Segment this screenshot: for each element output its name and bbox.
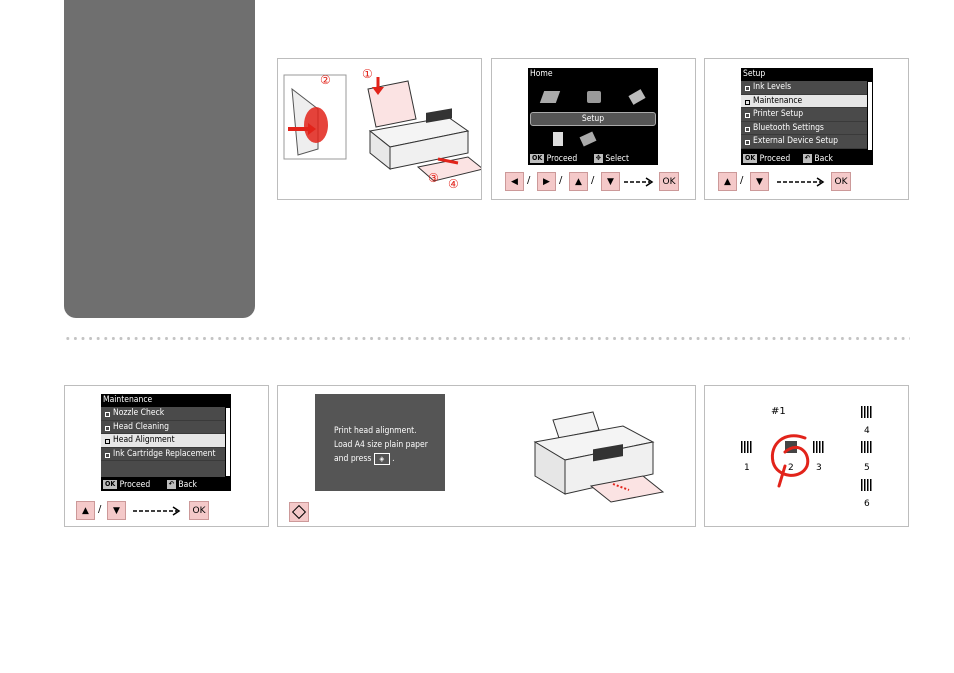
step-4-label: ④ <box>448 177 459 191</box>
home-title: Home <box>530 69 553 79</box>
back-icon: ↶ <box>166 480 176 489</box>
pattern-title: #1 <box>771 406 786 417</box>
menu-item-external-device-setup[interactable]: External Device Setup <box>741 135 867 149</box>
alignment-pattern-panel: #1 1 2 3 4 5 6 <box>704 385 909 527</box>
ok-button[interactable]: OK <box>659 172 679 191</box>
home-icons-row-1 <box>528 83 658 111</box>
up-button[interactable]: ▲ <box>76 501 95 520</box>
menu-item-maintenance[interactable]: Maintenance <box>741 94 867 109</box>
footer-proceed: Proceed <box>119 480 151 490</box>
down-button[interactable]: ▼ <box>750 172 769 191</box>
copy-icon <box>540 91 561 103</box>
dashed-arrow-icon <box>624 177 654 187</box>
footer-proceed: Proceed <box>546 154 578 164</box>
home-footer: OK Proceed ✥ Select <box>528 153 658 165</box>
scrollbar[interactable] <box>868 82 872 150</box>
setup-lcd: Setup Ink Levels Maintenance Printer Set… <box>741 68 873 165</box>
pattern-block-6 <box>861 479 873 491</box>
menu-item-ink-cartridge-replacement[interactable]: Ink Cartridge Replacement <box>101 448 225 462</box>
pattern-label-4: 4 <box>864 426 870 436</box>
scrollbar[interactable] <box>226 408 230 476</box>
slash: / <box>98 504 102 515</box>
slash: / <box>740 175 744 186</box>
setup-label: Setup <box>581 114 605 124</box>
pattern-block-4 <box>861 406 873 418</box>
setup-screen-panel: Setup Ink Levels Maintenance Printer Set… <box>704 58 909 200</box>
sidebar-tab <box>64 0 255 318</box>
dpad-icon: ✥ <box>593 154 603 163</box>
dotted-divider <box>64 337 910 340</box>
slash: / <box>591 175 595 186</box>
up-button[interactable]: ▲ <box>718 172 737 191</box>
down-button[interactable]: ▼ <box>601 172 620 191</box>
step-2-label: ② <box>320 73 331 87</box>
home-icons-row-2 <box>544 128 604 150</box>
menu-item-ink-levels[interactable]: Ink Levels <box>741 81 867 95</box>
setup-footer: OK Proceed ↶ Back <box>741 153 873 165</box>
pattern-block-3 <box>813 441 825 453</box>
maintenance-menu: Nozzle Check Head Cleaning Head Alignmen… <box>101 407 225 477</box>
ok-chip: OK <box>103 480 118 489</box>
start-button[interactable] <box>289 502 309 522</box>
ok-button[interactable]: OK <box>189 501 209 520</box>
alignment-line-3: and press <box>334 454 372 464</box>
alignment-instruction-panel: Print head alignment. Load A4 size plain… <box>277 385 696 527</box>
maintenance-footer: OK Proceed ↶ Back <box>101 479 231 491</box>
dashed-arrow-icon <box>133 506 181 516</box>
step-1-label: ① <box>362 67 373 81</box>
up-button[interactable]: ▲ <box>569 172 588 191</box>
slash: / <box>527 175 531 186</box>
alignment-lcd: Print head alignment. Load A4 size plain… <box>315 394 445 491</box>
down-button[interactable]: ▼ <box>107 501 126 520</box>
pattern-label-3: 3 <box>816 463 822 473</box>
ok-chip: OK <box>743 154 758 163</box>
pattern-label-2: 2 <box>788 463 794 473</box>
alignment-line-2: Load A4 size plain paper <box>334 440 428 450</box>
right-button[interactable]: ▶ <box>537 172 556 191</box>
menu-item-printer-setup[interactable]: Printer Setup <box>741 108 867 122</box>
wrench-icon <box>553 132 563 146</box>
load-paper-panel: ① ② ③ ④ <box>277 58 485 200</box>
pattern-label-6: 6 <box>864 499 870 509</box>
maintenance-title: Maintenance <box>103 395 153 405</box>
step-3-label: ③ <box>428 171 439 185</box>
maintenance-screen-panel: Maintenance Nozzle Check Head Cleaning H… <box>64 385 269 527</box>
ok-chip: OK <box>530 154 545 163</box>
pattern-label-5: 5 <box>864 463 870 473</box>
scan-icon <box>628 89 646 105</box>
footer-proceed: Proceed <box>759 154 791 164</box>
left-button[interactable]: ◀ <box>505 172 524 191</box>
camera-icon <box>586 91 601 103</box>
menu-item-nozzle-check[interactable]: Nozzle Check <box>101 407 225 421</box>
pattern-label-1: 1 <box>744 463 750 473</box>
setup-title: Setup <box>743 69 766 79</box>
alignment-line-1: Print head alignment. <box>334 426 417 436</box>
footer-back: Back <box>178 480 197 490</box>
home-setup-highlight[interactable]: Setup <box>530 112 656 126</box>
printer-load-paper-illustration <box>283 74 485 182</box>
footer-select: Select <box>605 154 630 164</box>
pattern-block-1 <box>741 441 753 453</box>
setup-menu: Ink Levels Maintenance Printer Setup Blu… <box>741 81 867 149</box>
home-screen-panel: Home Setup OK Proceed ✥ Select ◀ / ▶ / ▲… <box>491 58 696 200</box>
printer-output-illustration <box>533 411 665 503</box>
selection-circle-icon <box>770 434 810 488</box>
back-icon: ↶ <box>802 154 812 163</box>
slash: / <box>559 175 563 186</box>
menu-item-bluetooth-settings[interactable]: Bluetooth Settings <box>741 122 867 136</box>
dashed-arrow-icon <box>777 177 825 187</box>
start-diamond-icon <box>291 504 307 520</box>
menu-item-head-alignment[interactable]: Head Alignment <box>101 434 225 448</box>
home-lcd: Home Setup OK Proceed ✥ Select <box>528 68 658 165</box>
ok-button[interactable]: OK <box>831 172 851 191</box>
menu-item-head-cleaning[interactable]: Head Cleaning <box>101 421 225 435</box>
paper-icon <box>579 131 597 147</box>
start-icon: ◈ <box>373 452 390 465</box>
footer-back: Back <box>814 154 833 164</box>
maintenance-lcd: Maintenance Nozzle Check Head Cleaning H… <box>101 394 231 491</box>
pattern-block-5 <box>861 441 873 453</box>
